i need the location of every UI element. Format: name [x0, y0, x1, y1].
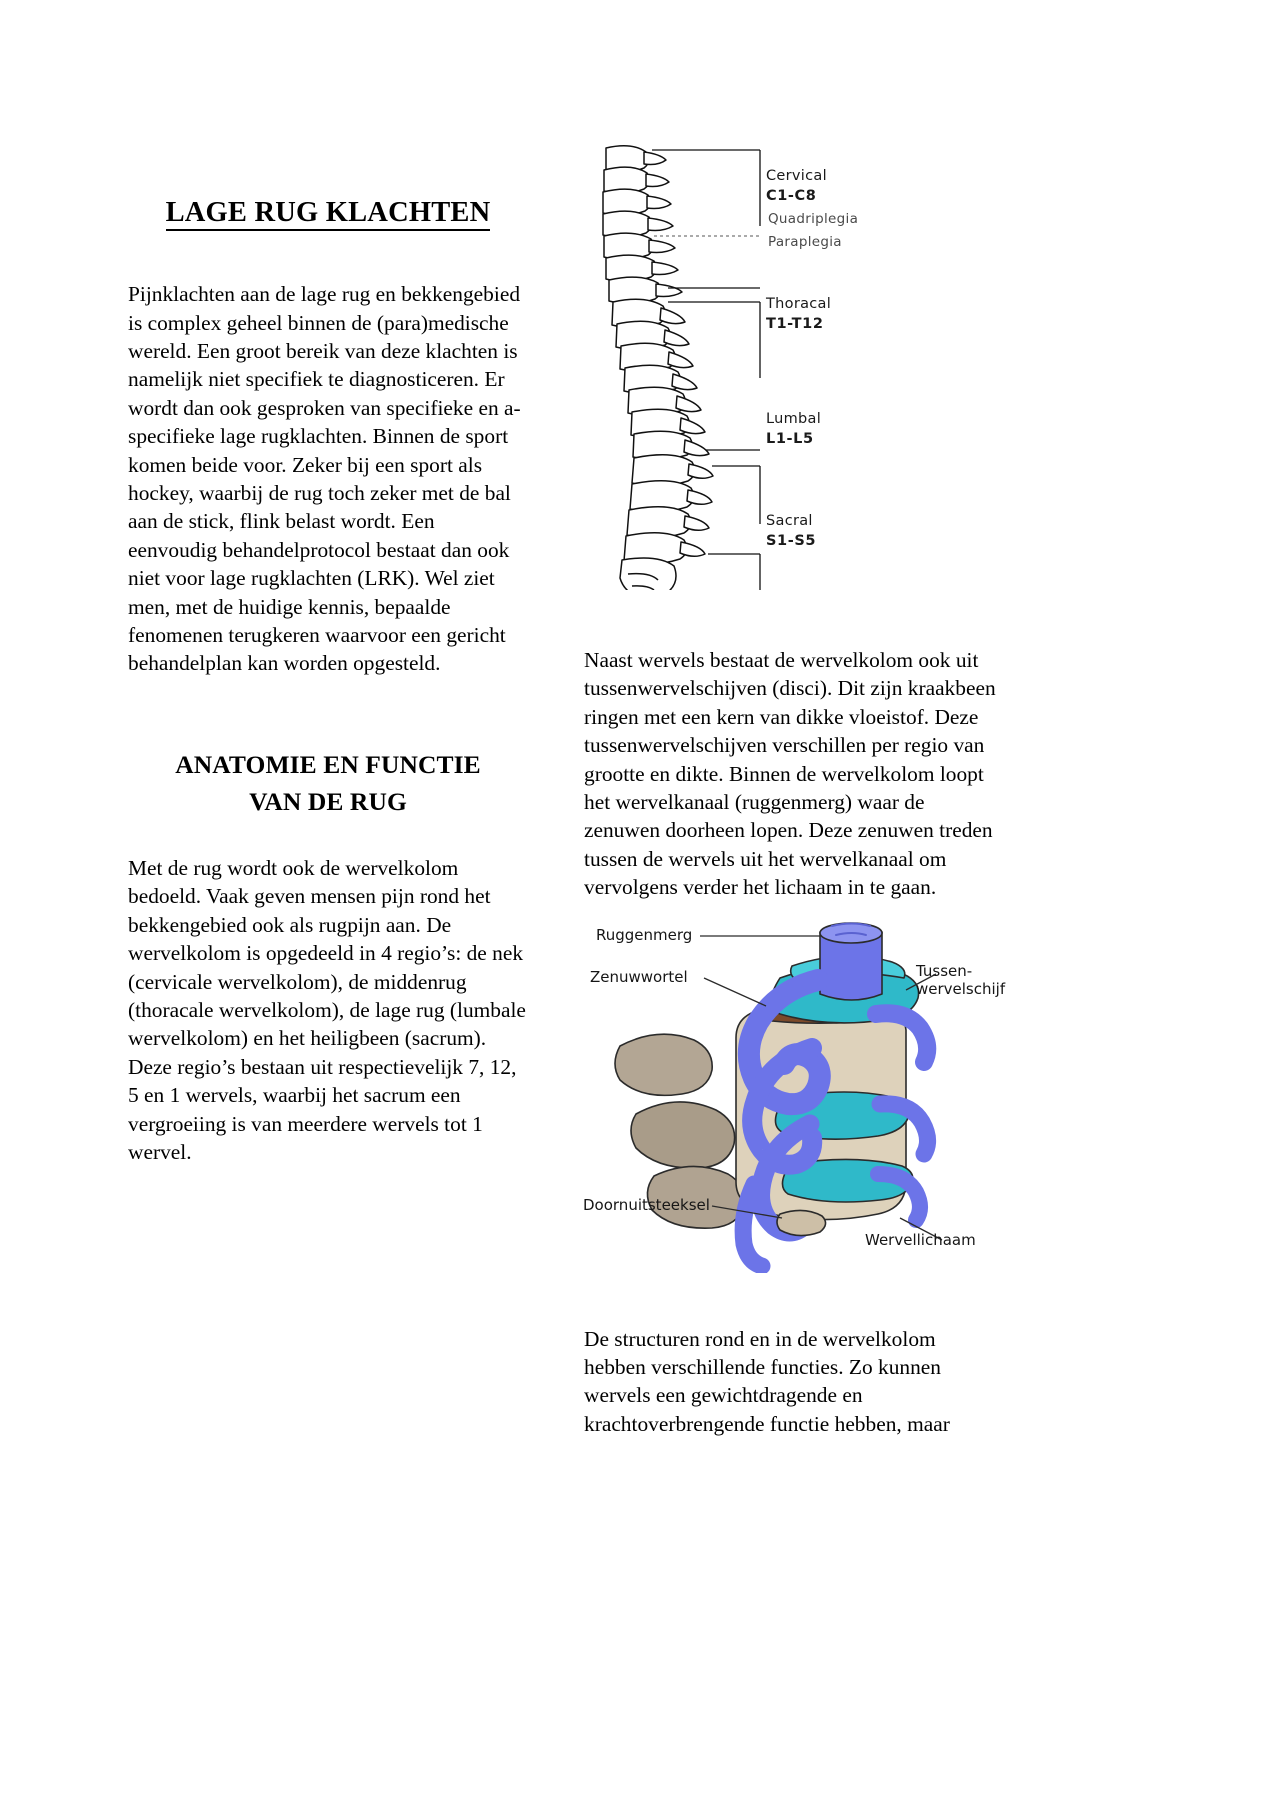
spacer [128, 820, 528, 854]
spine-label-sacral-code: S1-S5 [766, 533, 817, 549]
vertebra-illustration [614, 921, 943, 1273]
vertebra-label-spinal-cord: Ruggenmerg [596, 925, 693, 944]
spine-label-sacral-region: Sacral [766, 513, 813, 529]
left-column: LAGE RUG KLACHTEN Pijnklachten aan de la… [128, 196, 528, 1166]
page-title: LAGE RUG KLACHTEN [128, 196, 528, 231]
section-heading-line-2: VAN DE RUG [249, 786, 407, 816]
spine-label-lumbal-code: L1-L5 [766, 431, 814, 447]
page-title-text: LAGE RUG KLACHTEN [165, 197, 491, 231]
spine-label-lumbal-region: Lumbal [766, 411, 822, 427]
paragraph-functions: De structuren rond en in de wervelkolom … [584, 1326, 950, 1436]
section-heading-line-1: ANATOMIE EN FUNCTIE [175, 749, 481, 779]
spacer [128, 712, 528, 746]
spine-label-cervical-code: C1-C8 [766, 188, 817, 204]
vertebra-label-disc-line-2: wervelschijf [916, 979, 1006, 998]
vertebra-label-nerve-root: Zenuwwortel [590, 967, 688, 986]
vertebra-label-disc: Tussen- wervelschijf [916, 962, 1005, 998]
vertebra-label-disc-line-1: Tussen- [916, 961, 973, 980]
spine-label-thoracal-region: Thoracal [766, 296, 832, 312]
vertebra-label-spinous-process: Doornuitsteeksel [583, 1195, 710, 1214]
spine-label-quadriplegia: Quadriplegia [768, 211, 859, 227]
paragraph-anatomy: Met de rug wordt ook de wervelkolom bedo… [128, 855, 526, 1164]
vertebra-label-vertebral-body: Wervellichaam [865, 1230, 976, 1249]
paragraph-discs: Naast wervels bestaat de wervelkolom ook… [584, 648, 996, 900]
spacer [128, 678, 528, 712]
paragraph-intro: Pijnklachten aan de lage rug en bekkenge… [128, 282, 521, 676]
spacer [128, 236, 528, 280]
vertebra-figure: Ruggenmerg Zenuwwortel Tussen- wervelsch… [583, 918, 1005, 1273]
spine-label-thoracal-code: T1-T12 [766, 316, 824, 332]
spine-label-cervical-region: Cervical [766, 168, 827, 184]
spine-label-paraplegia: Paraplegia [768, 234, 842, 250]
section-heading: ANATOMIE EN FUNCTIE VAN DE RUG [128, 746, 528, 820]
spine-illustration [602, 145, 762, 590]
right-column: Cervical C1-C8 Quadriplegia Paraplegia T… [583, 130, 1005, 1438]
spine-figure: Cervical C1-C8 Quadriplegia Paraplegia T… [584, 130, 996, 590]
